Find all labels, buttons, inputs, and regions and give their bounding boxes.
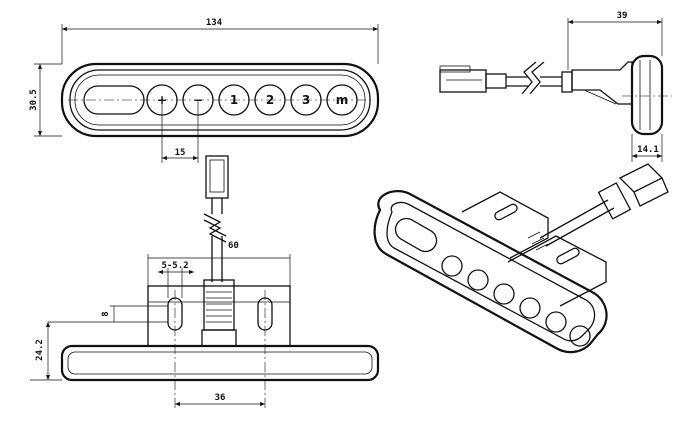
key-m: m bbox=[326, 84, 358, 116]
key-2: 2 bbox=[254, 84, 286, 116]
key-label: 1 bbox=[230, 93, 238, 107]
iso-button bbox=[545, 311, 567, 333]
iso-button bbox=[569, 325, 591, 347]
iso-button bbox=[467, 269, 489, 291]
key-1: 1 bbox=[218, 84, 250, 116]
dim-side-depth: 39 bbox=[617, 11, 628, 21]
dim-bracket-height: 24.2 bbox=[35, 339, 45, 361]
iso-button bbox=[493, 283, 515, 305]
side-view: 39 14.1 bbox=[439, 11, 672, 162]
dim-slot-spacing: 36 bbox=[215, 393, 226, 403]
dim-cable-length: 60 bbox=[228, 241, 239, 251]
dim-slot-width: 5-5.2 bbox=[161, 261, 188, 271]
cable-plug-view: 60 bbox=[203, 155, 239, 282]
dim-key-pitch: 15 bbox=[175, 148, 186, 158]
bottom-view: 5-5.2 8 24.2 36 bbox=[30, 254, 380, 408]
front-view: + − 1 2 3 m 134 30.5 bbox=[29, 18, 380, 163]
dim-height-front: 30.5 bbox=[29, 89, 39, 111]
key-3: 3 bbox=[290, 84, 322, 116]
dim-slot-length: 8 bbox=[101, 311, 111, 316]
key-label: 2 bbox=[266, 93, 274, 107]
key-label: 3 bbox=[302, 93, 310, 107]
dim-side-thickness: 14.1 bbox=[637, 145, 659, 155]
dim-overall-length: 134 bbox=[206, 18, 223, 28]
isometric-view bbox=[373, 163, 669, 354]
key-label: m bbox=[336, 93, 349, 107]
iso-button bbox=[441, 255, 463, 277]
iso-button bbox=[519, 297, 541, 319]
